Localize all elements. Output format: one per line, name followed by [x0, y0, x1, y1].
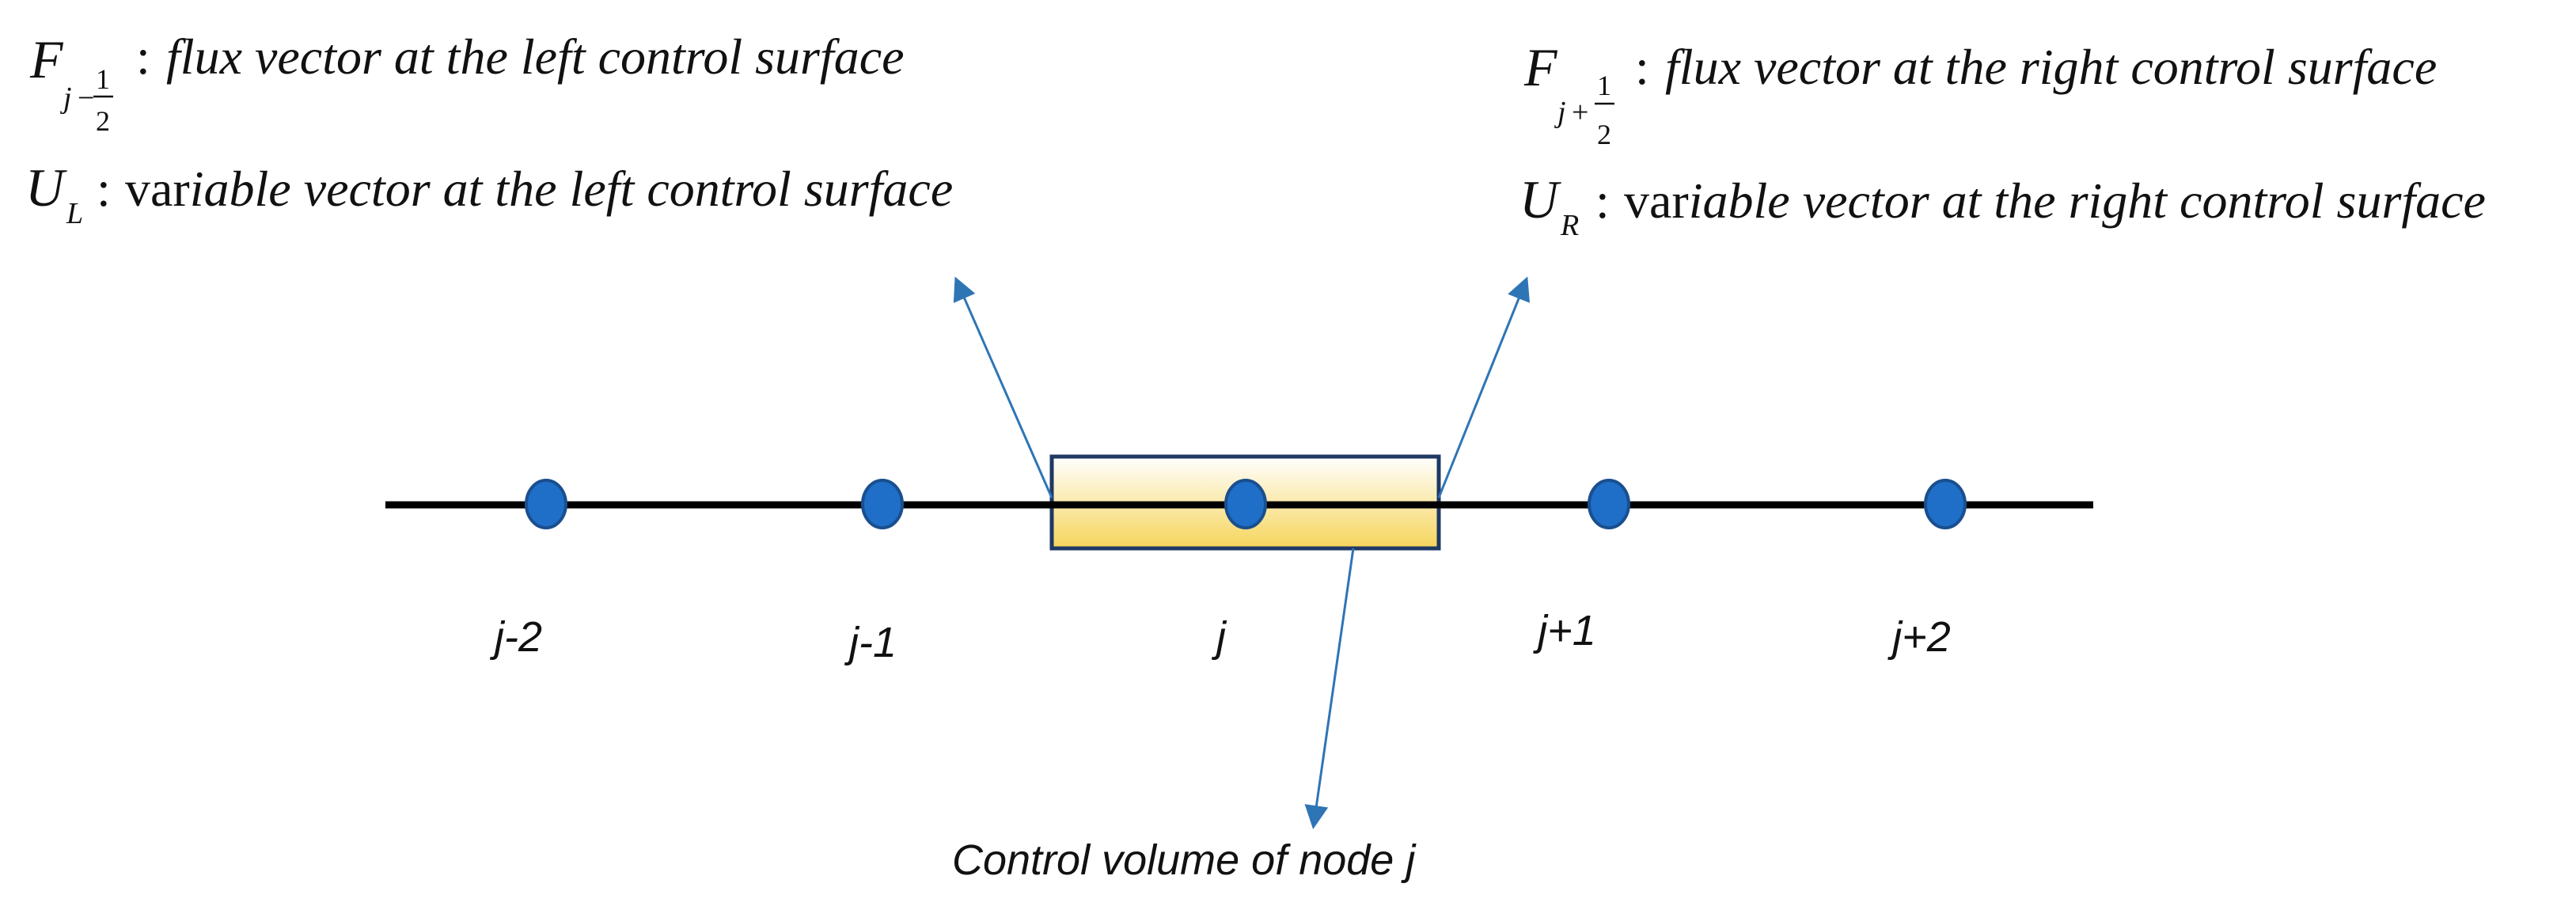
flux-right-subscript-operator: +	[1572, 96, 1588, 129]
legend-left-flux: F j − 1 2 : flux vector at the left cont…	[29, 28, 905, 137]
flux-left-colon: :	[136, 28, 150, 85]
node-label: j-1	[844, 619, 897, 666]
var-right-symbol: U	[1519, 169, 1561, 229]
flux-right-symbol: F	[1523, 37, 1558, 97]
var-left-desc-plain: variable vector at the left control surf…	[125, 161, 953, 217]
var-right-subscript: R	[1560, 209, 1579, 242]
node-j-minus-2	[525, 479, 567, 529]
flux-right-description: flux vector at the right control surface	[1665, 39, 2437, 95]
flux-left-symbol: F	[29, 29, 64, 89]
control-volume-arrow	[1304, 548, 1355, 829]
node-label: j-2	[489, 613, 542, 661]
flux-left-frac-numerator: 1	[96, 63, 110, 95]
var-left-desc-italic: iable vector at the left control surface	[190, 161, 954, 217]
flux-right-colon: :	[1635, 39, 1649, 95]
flux-left-frac-denominator: 2	[96, 105, 110, 137]
legend-right-flux: F j + 1 2 : flux vector at the right con…	[1523, 37, 2437, 150]
flux-right-frac-denominator: 2	[1597, 119, 1611, 150]
legend-right-variable: U R : variable vector at the right contr…	[1519, 169, 2486, 242]
left-surface-arrow	[953, 276, 1053, 499]
var-right-desc-italic: iable vector at the right control surfac…	[1689, 173, 2486, 229]
flux-right-subscript-j: j	[1554, 96, 1566, 129]
var-left-symbol: U	[25, 157, 67, 218]
control-volume-caption: Control volume of node j	[952, 836, 1417, 884]
right-surface-arrow	[1437, 276, 1530, 499]
node-j	[1224, 479, 1267, 529]
legend-left-variable: U L : variable vector at the left contro…	[25, 157, 953, 230]
node-label: j+2	[1887, 613, 1951, 661]
flux-left-subscript-operator: −	[78, 82, 94, 115]
var-right-colon: :	[1595, 173, 1610, 229]
node-j-minus-1	[861, 479, 904, 529]
flux-right-frac-numerator: 1	[1597, 70, 1611, 101]
flux-left-description: flux vector at the left control surface	[166, 28, 905, 85]
var-left-subscript: L	[66, 197, 83, 230]
node-j-plus-1	[1588, 479, 1630, 529]
node-label: j	[1211, 613, 1227, 661]
node-label: j+1	[1532, 607, 1596, 654]
node-j-plus-2	[1924, 479, 1967, 529]
var-left-colon: :	[97, 161, 111, 217]
var-right-desc-plain: variable vector at the right control sur…	[1624, 173, 2486, 229]
